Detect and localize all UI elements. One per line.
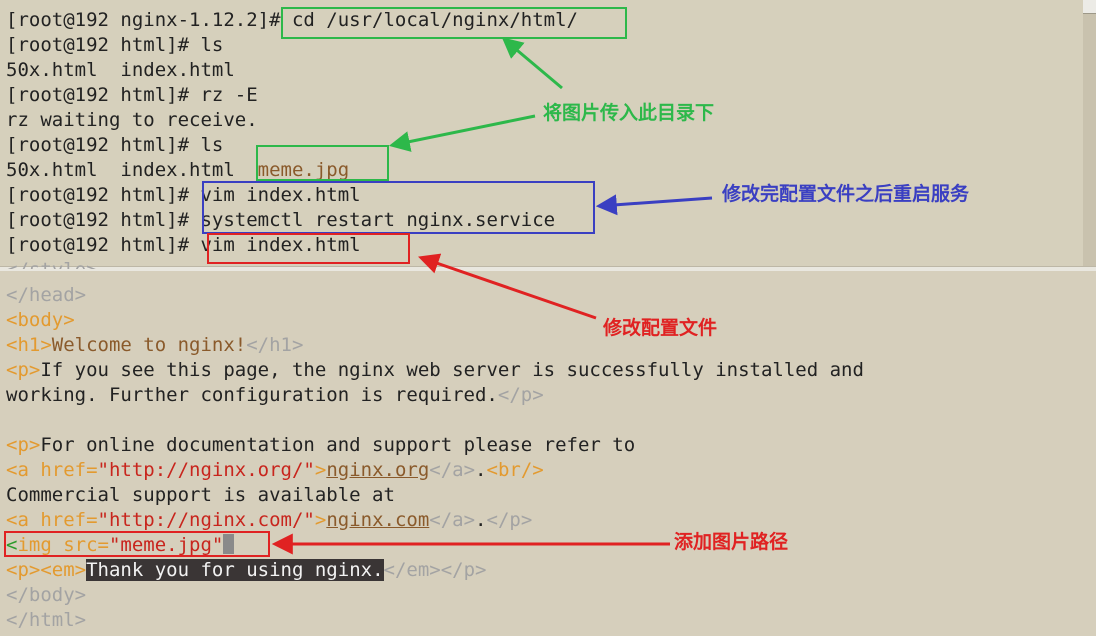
highlight-box-vim [207, 233, 410, 264]
pane-divider [0, 266, 1096, 271]
highlight-box-uploaded-file [256, 145, 389, 181]
editor-line: <body> [6, 309, 75, 331]
editor-line: working. Further configuration is requir… [6, 384, 544, 406]
annotation-restart: 修改完配置文件之后重启服务 [722, 183, 970, 205]
editor-line-partial: </style> [6, 258, 98, 269]
arrow-green-file [388, 114, 536, 152]
editor-line-img: <img src="meme.jpg" [6, 533, 235, 558]
annotation-upload: 将图片传入此目录下 [543, 102, 715, 124]
editor-line: Commercial support is available at [6, 484, 395, 506]
editor-line: </head> [6, 284, 87, 306]
editor-line: </html> [6, 609, 87, 631]
editor-line: <h1>Welcome to nginx!</h1> [6, 334, 304, 356]
link-nginx-org: nginx.org [326, 459, 430, 481]
editor-line: <a href="http://nginx.com/">nginx.com</a… [6, 509, 533, 531]
terminal-output: rz waiting to receive. [6, 109, 258, 131]
annotation-edit: 修改配置文件 [603, 317, 718, 339]
editor-line: <p><em>Thank you for using nginx.</em></… [6, 559, 487, 581]
terminal-line: [root@192 html]# vim index.html [6, 234, 361, 256]
editor-line: <p>If you see this page, the nginx web s… [6, 359, 864, 381]
uploaded-file-name: meme.jpg [257, 159, 350, 181]
highlight-box-cd [281, 7, 627, 39]
link-nginx-com: nginx.com [326, 509, 430, 531]
terminal-line: [root@192 html]# rz -E [6, 84, 258, 106]
editor-line: <p>For online documentation and support … [6, 434, 636, 456]
arrow-blue-restart [595, 194, 713, 216]
terminal-line: [root@192 html]# ls [6, 134, 224, 156]
terminal-output: 50x.html index.html [6, 59, 235, 81]
arrow-red-vim [418, 253, 597, 320]
scrollbar-up-button[interactable] [1083, 0, 1096, 14]
annotation-img-path: 添加图片路径 [674, 531, 789, 553]
text-cursor [223, 534, 235, 554]
selected-text: Thank you for using nginx. [86, 559, 384, 581]
arrow-green-cd [501, 37, 563, 90]
terminal-line: [root@192 html]# systemctl restart nginx… [6, 209, 556, 231]
terminal-panel [0, 0, 1096, 266]
scrollbar-track[interactable] [1083, 0, 1096, 266]
terminal-line: [root@192 nginx-1.12.2]# cd /usr/local/n… [6, 9, 578, 31]
terminal-line: [root@192 html]# ls [6, 34, 224, 56]
highlight-box-img [4, 531, 270, 557]
terminal-line: [root@192 html]# vim index.html [6, 184, 361, 206]
editor-line: <a href="http://nginx.org/">nginx.org</a… [6, 459, 544, 481]
terminal-output: 50x.html index.html meme.jpg [6, 159, 350, 181]
editor-line: </body> [6, 584, 87, 606]
